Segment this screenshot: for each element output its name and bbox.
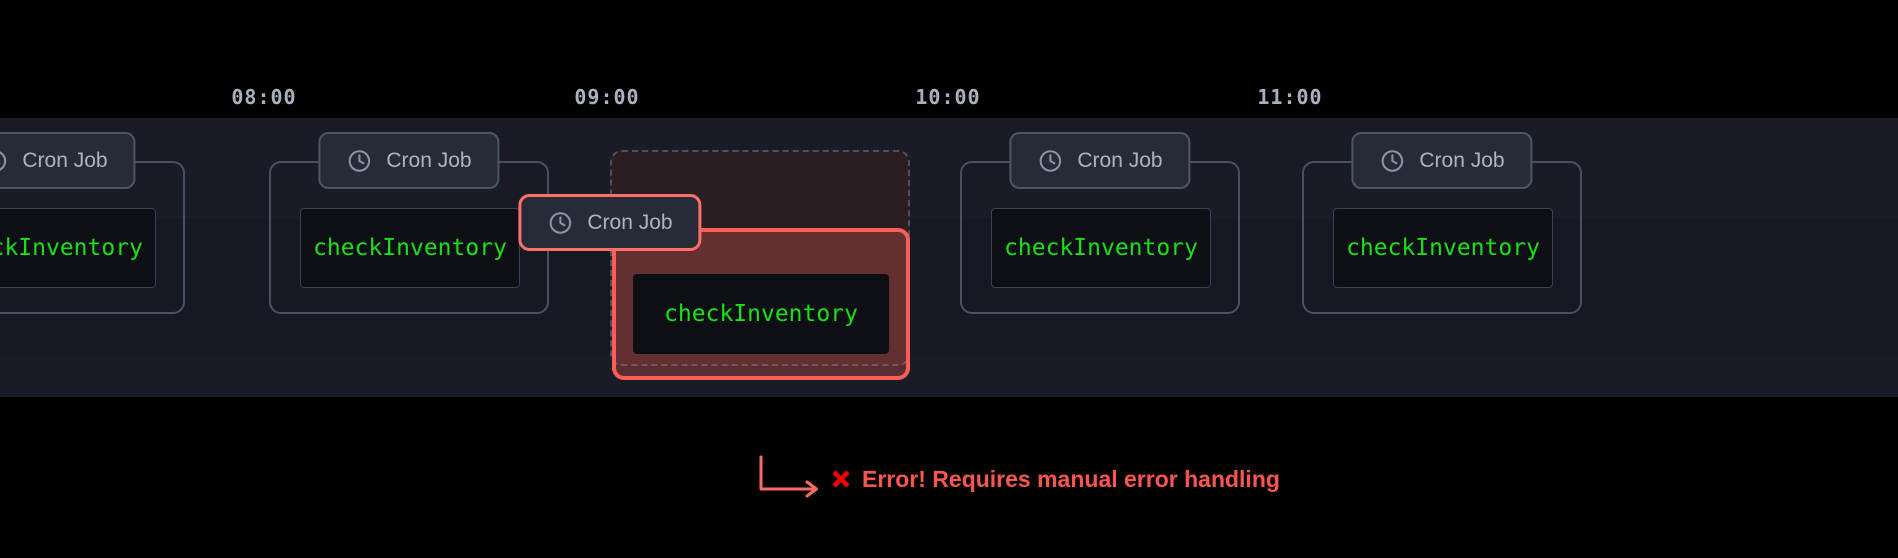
cron-job-badge[interactable]: Cron Job <box>318 132 500 189</box>
cron-job-card[interactable]: checkInventory Cron Job <box>269 132 549 314</box>
cross-mark-icon <box>832 470 850 488</box>
axis-tick-0: 08:00 <box>231 85 297 109</box>
error-annotation-message: Error! Requires manual error handling <box>862 465 1280 492</box>
cron-job-code-text: checkInventory <box>1004 235 1198 261</box>
clock-icon <box>348 149 371 172</box>
cron-job-code-text: checkInventory <box>1346 235 1540 261</box>
cron-job-code-text: checkInventory <box>0 235 143 261</box>
axis-tick-2: 10:00 <box>915 85 981 109</box>
cron-job-badge-label: Cron Job <box>1077 149 1163 172</box>
clock-icon <box>549 211 572 234</box>
error-cron-job-badge-label: Cron Job <box>587 211 673 234</box>
cron-job-code-text: checkInventory <box>313 235 507 261</box>
cron-job-code-box: checkInventory <box>0 208 156 288</box>
clock-icon <box>1381 149 1404 172</box>
cron-job-badge-label: Cron Job <box>1419 149 1505 172</box>
error-code-text: checkInventory <box>664 301 858 327</box>
error-annotation-text-wrap: Error! Requires manual error handling <box>829 467 1280 491</box>
cron-job-badge-label: Cron Job <box>22 149 108 172</box>
clock-icon <box>0 150 7 171</box>
cron-job-badge[interactable]: Cron Job <box>1009 132 1191 189</box>
cron-job-badge[interactable]: Cron Job <box>1351 132 1533 189</box>
error-code-box: checkInventory <box>633 274 889 354</box>
error-cron-job-badge[interactable]: Cron Job <box>518 194 702 251</box>
axis-tick-1: 09:00 <box>574 85 640 109</box>
cron-job-code-box: checkInventory <box>991 208 1211 288</box>
elbow-arrow-icon <box>759 455 818 498</box>
cron-job-card[interactable]: checkInventory Cron Job <box>0 132 185 314</box>
cron-job-badge[interactable]: Cron Job <box>0 132 136 189</box>
error-annotation: Error! Requires manual error handling <box>757 455 1280 503</box>
cron-job-code-box: checkInventory <box>300 208 520 288</box>
clock-icon <box>1039 149 1062 172</box>
cron-job-card[interactable]: checkInventory Cron Job <box>1302 132 1582 314</box>
cron-job-card[interactable]: checkInventory Cron Job <box>960 132 1240 314</box>
timeline-axis: 08:00 09:00 10:00 11:00 <box>0 0 1898 118</box>
cron-job-badge-label: Cron Job <box>386 149 472 172</box>
cron-job-code-box: checkInventory <box>1333 208 1553 288</box>
axis-tick-3: 11:00 <box>1257 85 1323 109</box>
